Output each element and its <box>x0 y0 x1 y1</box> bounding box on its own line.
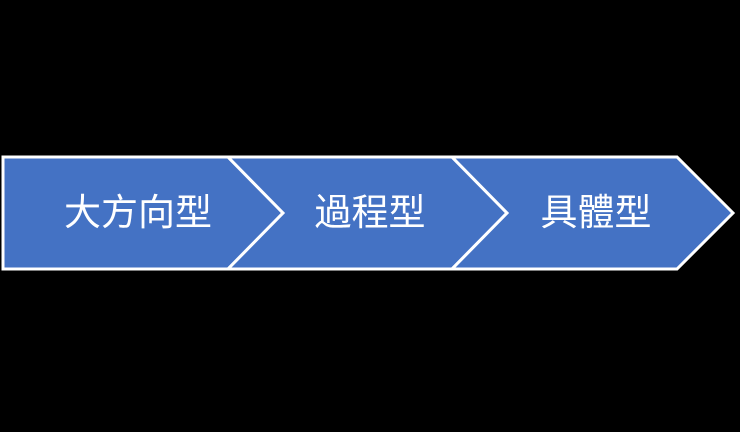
step-1-label: 大方向型 <box>64 191 212 234</box>
step-3-shape <box>448 155 736 271</box>
step-2-label: 過程型 <box>314 191 426 234</box>
step-3-label: 具體型 <box>540 191 652 234</box>
